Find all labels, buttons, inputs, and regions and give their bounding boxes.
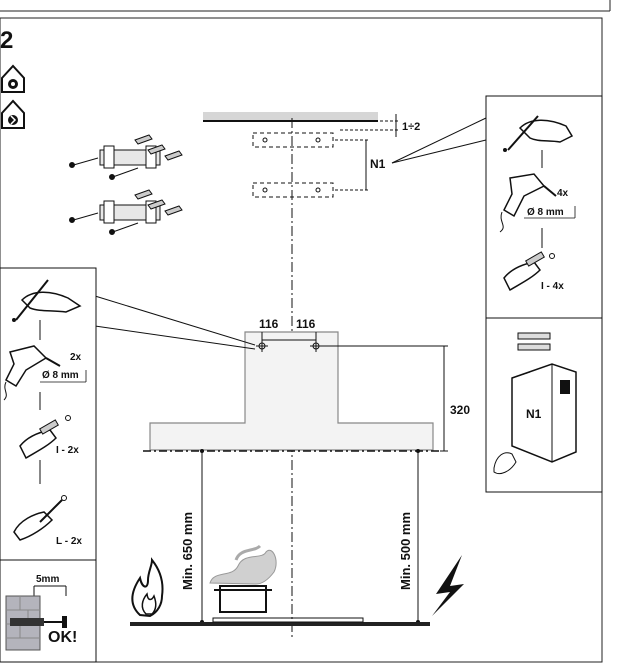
left-pencil-hand-icon [12, 279, 82, 322]
lower-bracket [252, 182, 334, 198]
gap-5mm-label: 5mm [36, 574, 59, 585]
upper-bracket [252, 132, 334, 148]
bracket-kit-bottom [69, 189, 183, 235]
drill-icon [499, 173, 557, 233]
min-electric-label: Min. 500 mm [398, 512, 413, 590]
bracket-kit-top [69, 134, 183, 180]
step-number: 2 [0, 27, 13, 54]
chimney-label: N1 [526, 407, 542, 421]
gas-hob-icon [1, 64, 25, 93]
height-label: 320 [450, 403, 470, 417]
pencil-hand-icon [503, 115, 574, 152]
left-screw-label: L - 2x [56, 536, 82, 547]
left-drill-size: Ø 8 mm [42, 370, 79, 381]
right-drill-size: Ø 8 mm [527, 207, 564, 218]
ok-label: OK! [48, 629, 77, 646]
offset-left-label: 116 [259, 317, 279, 331]
right-drill-count: 4x [557, 188, 569, 199]
left-plug-label: I - 2x [56, 445, 79, 456]
cooktop [130, 622, 430, 626]
chimney-icon [493, 363, 577, 475]
min-gas-label: Min. 650 mm [180, 512, 195, 590]
electric-hob-icon [1, 99, 25, 129]
ceiling [203, 112, 378, 120]
wall-anchor-icon [5, 595, 67, 651]
left-drill-icon [3, 345, 61, 401]
hood-outline [149, 331, 434, 451]
flame-icon [131, 557, 164, 618]
lightning-icon [432, 555, 464, 616]
left-drill-count: 2x [70, 352, 82, 363]
pot-icon [209, 544, 277, 613]
gap-label: 1÷2 [402, 121, 420, 133]
plug-insert-icon [503, 251, 555, 292]
bracket-label: N1 [370, 157, 386, 171]
right-plug-label: I - 4x [541, 281, 564, 292]
offset-right-label: 116 [296, 317, 316, 331]
left-plug-insert-icon [19, 415, 71, 460]
screwdriver-hand-icon [13, 495, 67, 541]
chimney-brackets-icon [517, 332, 551, 351]
